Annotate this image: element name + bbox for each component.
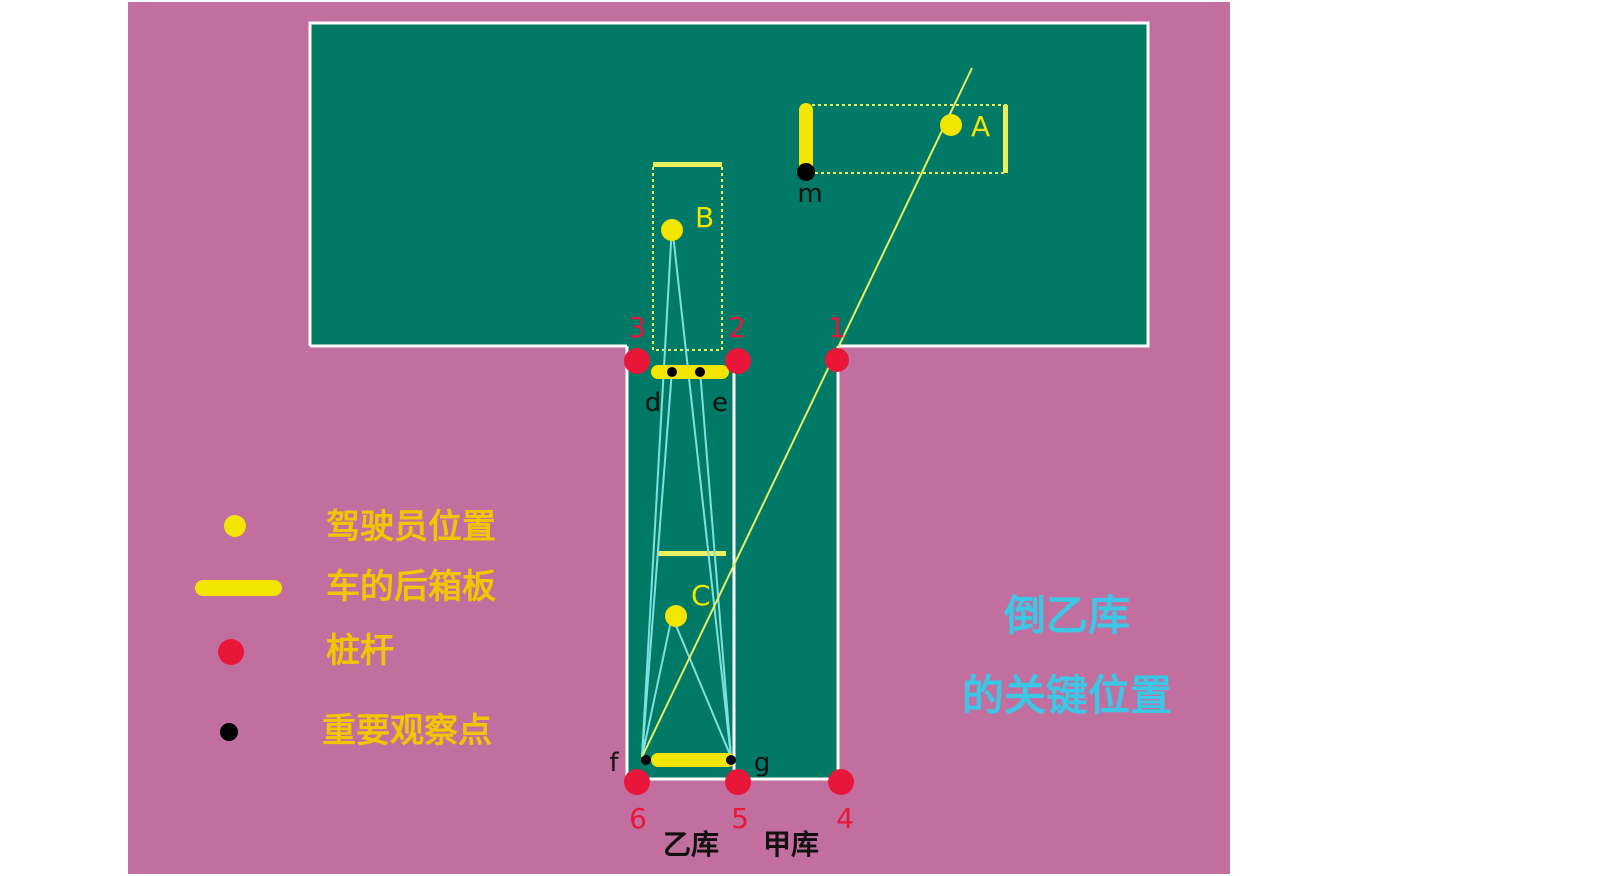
- legend-observation-symbol: [220, 723, 238, 741]
- pin-label-5: 5: [731, 802, 749, 835]
- pin-label-3: 3: [628, 311, 646, 344]
- diagram-title-line2: 的关键位置: [962, 671, 1172, 720]
- pin-label-2: 2: [728, 311, 746, 344]
- pins: [624, 348, 854, 795]
- pin-label-6: 6: [629, 802, 647, 835]
- legend-driver-symbol: [224, 515, 246, 537]
- point-label-e: e: [712, 388, 728, 418]
- observation-points: [641, 163, 815, 765]
- legend-driver-label: 驾驶员位置: [326, 507, 496, 547]
- driver-b-marker: [661, 219, 683, 241]
- point-e-marker: [695, 367, 705, 377]
- road-area: [310, 23, 1148, 346]
- point-m-marker: [797, 163, 815, 181]
- driver-label-c: C: [691, 579, 711, 612]
- car-front-edge: [653, 105, 1008, 556]
- sight-lines: [641, 67, 973, 758]
- pin-6: [624, 769, 650, 795]
- bay-label-yi: 乙库: [663, 828, 719, 861]
- pin-4: [828, 769, 854, 795]
- pin-3: [624, 348, 650, 374]
- bay-label-jia: 甲库: [763, 828, 819, 861]
- legend-pin-label: 桩杆: [326, 631, 394, 671]
- point-label-g: g: [754, 748, 771, 778]
- diagram-title-line1: 倒乙库: [1003, 591, 1130, 640]
- point-label-f: f: [609, 748, 619, 778]
- driver-label-a: A: [971, 110, 990, 143]
- pin-1: [825, 348, 849, 372]
- legend-trunk-label: 车的后箱板: [326, 567, 496, 607]
- point-d-marker: [667, 367, 677, 377]
- driver-positions: [661, 114, 962, 627]
- point-g-marker: [726, 755, 736, 765]
- driver-label-b: B: [695, 201, 714, 234]
- legend: 驾驶员位置 车的后箱板 桩杆 重要观察点: [195, 507, 496, 751]
- point-label-d: d: [645, 388, 662, 418]
- pin-2: [725, 348, 751, 374]
- driver-a-marker: [940, 114, 962, 136]
- pin-5: [725, 769, 751, 795]
- pin-label-1: 1: [828, 311, 846, 344]
- driver-c-marker: [665, 605, 687, 627]
- legend-observation-label: 重要观察点: [322, 711, 492, 751]
- point-f-marker: [641, 755, 651, 765]
- legend-pin-symbol: [218, 639, 244, 665]
- pin-label-4: 4: [836, 802, 854, 835]
- point-label-m: m: [797, 179, 822, 209]
